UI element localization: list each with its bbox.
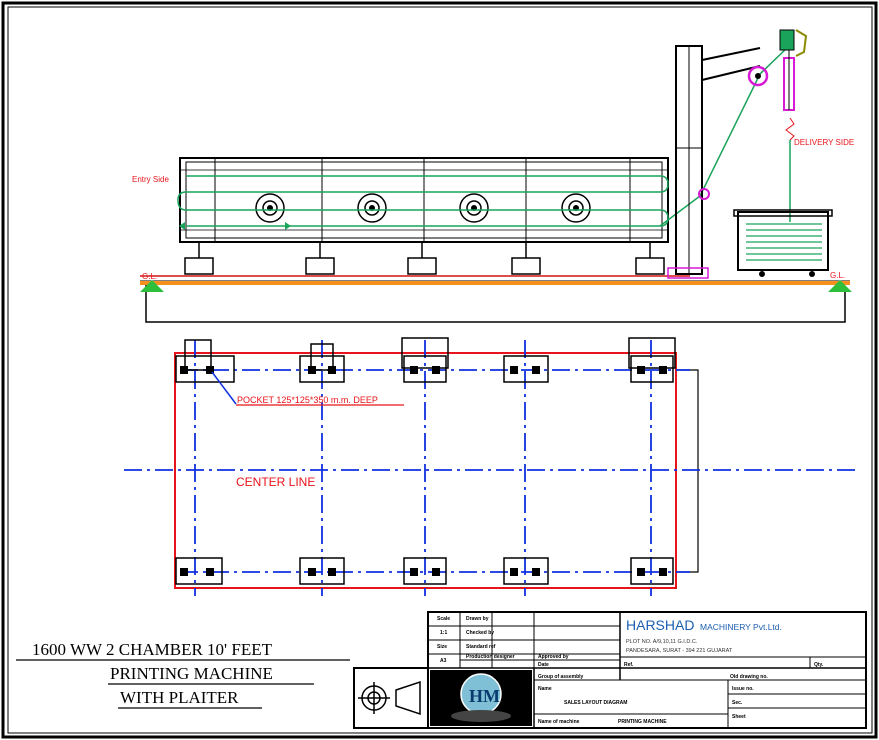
sheet-name-value: SALES LAYOUT DIAGRAM (564, 700, 627, 706)
plaiter-head (779, 29, 808, 222)
company-suffix: MACHINERY Pvt.Ltd. (700, 622, 782, 632)
center-line-label: CENTER LINE (236, 475, 315, 489)
machine-name-value: PRINTING MACHINE (618, 719, 667, 725)
svg-text:Production designer: Production designer (466, 654, 515, 660)
delivery-side-label: DELIVERY SIDE (794, 138, 854, 147)
projection-symbol-icon (358, 680, 421, 716)
svg-text:Issue no.: Issue no. (732, 686, 754, 692)
fan-1 (255, 193, 285, 223)
title-block: Scale 1:1 Size A3 Drawn by Checked by St… (353, 611, 867, 729)
company-address-1: PLOT NO. A/9,10,11 G.I.D.C. (626, 639, 698, 645)
title-line-3: WITH PLAITER (120, 688, 239, 707)
pocket-label: POCKET 125*125*350 m.m. DEEP (237, 395, 378, 405)
fan-2 (357, 193, 387, 223)
svg-text:Checked by: Checked by (466, 630, 494, 636)
base-plates-top (175, 337, 676, 383)
svg-text:Name of machine: Name of machine (538, 719, 580, 725)
guide-roller (698, 188, 710, 200)
title-line-1: 1600 WW 2 CHAMBER 10' FEET (32, 640, 273, 659)
svg-text:Sec.: Sec. (732, 700, 743, 706)
company-logo: HM (430, 670, 532, 726)
plaiter-trolley (733, 209, 833, 277)
pocket-leader (211, 371, 237, 405)
entry-side-label: Entry Side (132, 175, 169, 184)
svg-text:Sheet: Sheet (732, 714, 746, 720)
svg-text:Date: Date (538, 662, 549, 668)
delivery-tower (667, 45, 761, 279)
svg-text:Ref.: Ref. (624, 662, 634, 668)
company-address-2: PANDESARA, SURAT - 394 221 GUJARAT (626, 648, 733, 654)
svg-text:A3: A3 (440, 658, 447, 664)
svg-text:Drawn by: Drawn by (466, 616, 489, 622)
machine-legs (184, 242, 665, 275)
top-roller (747, 65, 769, 87)
svg-text:Approved by: Approved by (538, 654, 569, 660)
logo-text: HM (469, 686, 500, 706)
title-line-2: PRINTING MACHINE (110, 664, 273, 683)
gl-marker-right (828, 280, 852, 292)
base-plates-bottom (175, 557, 674, 585)
drawing-title: 1600 WW 2 CHAMBER 10' FEET PRINTING MACH… (16, 640, 350, 709)
conveyor-belt (177, 44, 791, 227)
svg-text:Scale: Scale (437, 616, 450, 622)
gl-label-left: G.L. (142, 272, 157, 281)
svg-text:Qty.: Qty. (814, 662, 824, 668)
svg-text:Size: Size (437, 644, 447, 650)
elevation-view: G.L. G.L. (132, 29, 854, 323)
svg-text:1:1: 1:1 (440, 630, 447, 636)
gl-marker-left (140, 280, 164, 292)
foundation-outline (145, 282, 846, 323)
svg-text:Name: Name (538, 686, 552, 692)
fan-3 (459, 193, 489, 223)
svg-text:Group of assembly: Group of assembly (538, 674, 584, 680)
company-name: HARSHAD (626, 617, 694, 633)
svg-text:Standard ref: Standard ref (466, 644, 496, 650)
plan-view: POCKET 125*125*350 m.m. DEEP CENTER LINE (124, 337, 855, 596)
svg-text:Old drawing no.: Old drawing no. (730, 674, 768, 680)
sheet-inner-border (7, 6, 873, 734)
fan-4 (561, 193, 591, 223)
gl-label-right: G.L. (830, 271, 845, 280)
